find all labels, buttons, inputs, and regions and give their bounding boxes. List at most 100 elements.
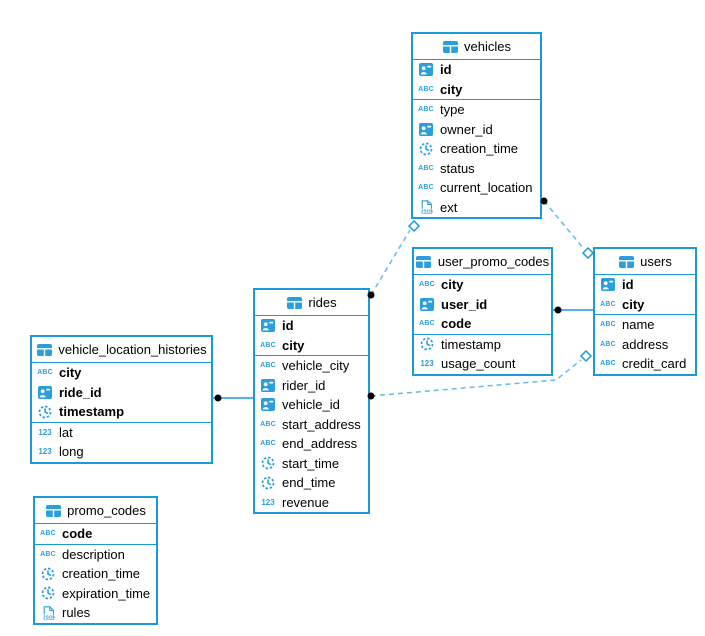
field-row-city: ABC city [595, 295, 695, 315]
field-label: id [282, 318, 294, 334]
field-row-city: ABC city [32, 363, 211, 383]
table-header[interactable]: vehicle_location_histories [32, 337, 211, 363]
text-type-icon: ABC [260, 420, 276, 428]
table-header[interactable]: users [595, 249, 695, 275]
field-label: expiration_time [62, 585, 151, 601]
primary-key-section: ABC city user_id ABC code [414, 275, 551, 334]
field-row-description: ABC description [35, 545, 156, 565]
field-label: timestamp [59, 404, 125, 420]
text-type-icon: ABC [600, 321, 616, 329]
id-badge-icon [260, 378, 276, 392]
relationship-dot-marker [214, 394, 222, 402]
relationship-diamond-marker [579, 349, 593, 363]
field-row-code: ABC code [414, 314, 551, 334]
field-row-start_time: start_time [255, 454, 368, 474]
fields-section: ABC description creation_time expiration… [35, 543, 156, 623]
table-users[interactable]: users id ABC city ABC name ABC address A… [593, 247, 697, 376]
text-type-icon: ABC [418, 164, 434, 172]
clock-icon [37, 405, 53, 419]
field-row-creation_time: creation_time [413, 139, 540, 159]
field-row-ride_id: ride_id [32, 383, 211, 403]
field-label: timestamp [441, 336, 501, 352]
field-label: code [441, 316, 472, 332]
table-user_promo_codes[interactable]: user_promo_codes ABC city user_id ABC co… [412, 247, 553, 376]
text-type-icon: ABC [40, 550, 56, 558]
number-type-icon: 123 [38, 427, 52, 437]
field-row-timestamp: timestamp [32, 402, 211, 422]
text-type-icon: ABC [600, 340, 616, 348]
field-label: creation_time [62, 566, 141, 582]
field-row-ext: JSON ext [413, 198, 540, 218]
number-type-icon: 123 [261, 497, 275, 507]
id-badge-icon [418, 63, 434, 77]
field-row-status: ABC status [413, 159, 540, 179]
number-type-icon: 123 [38, 447, 52, 457]
field-row-id: id [595, 275, 695, 295]
relationship-diamond-marker [407, 219, 421, 233]
text-type-icon: ABC [260, 341, 276, 349]
field-row-long: 123 long [32, 442, 211, 462]
field-row-city: ABC city [414, 275, 551, 295]
field-row-creation_time: creation_time [35, 564, 156, 584]
field-label: lat [59, 424, 73, 440]
table-vehicle_location_histories[interactable]: vehicle_location_histories ABC city ride… [30, 335, 213, 464]
field-row-lat: 123 lat [32, 423, 211, 443]
field-row-rider_id: rider_id [255, 376, 368, 396]
fields-section: 123 lat 123 long [32, 421, 211, 462]
field-row-expiration_time: expiration_time [35, 584, 156, 604]
field-label: city [441, 277, 464, 293]
field-label: revenue [282, 494, 329, 510]
table-vehicles[interactable]: vehicles id ABC city ABC type owner_id c… [411, 32, 542, 219]
text-type-icon: ABC [600, 360, 616, 368]
field-label: vehicle_city [282, 358, 350, 374]
clock-icon [418, 142, 434, 156]
field-label: long [59, 444, 84, 460]
table-title: vehicles [464, 39, 511, 54]
text-type-icon: ABC [40, 530, 56, 538]
table-header[interactable]: vehicles [413, 34, 540, 60]
table-header[interactable]: rides [255, 290, 368, 316]
field-row-vehicle_city: ABC vehicle_city [255, 356, 368, 376]
table-header[interactable]: user_promo_codes [414, 249, 551, 275]
field-label: type [440, 102, 465, 118]
relationship-rides-to-vehicles[interactable] [370, 229, 411, 296]
field-row-id: id [413, 60, 540, 80]
field-row-revenue: 123 revenue [255, 493, 368, 513]
table-icon [618, 255, 634, 268]
field-label: id [440, 62, 452, 78]
svg-text:JSON: JSON [42, 614, 54, 619]
field-label: end_time [282, 475, 336, 491]
field-row-city: ABC city [413, 80, 540, 100]
field-label: start_time [282, 455, 340, 471]
table-header[interactable]: promo_codes [35, 498, 156, 524]
table-rides[interactable]: rides id ABC city ABC vehicle_city rider… [253, 288, 370, 514]
field-label: city [440, 81, 463, 97]
fields-section: ABC name ABC address ABC credit_card [595, 314, 695, 374]
text-type-icon: ABC [418, 184, 434, 192]
field-label: usage_count [441, 356, 516, 372]
field-row-name: ABC name [595, 315, 695, 335]
clock-icon [419, 337, 435, 351]
field-label: ride_id [59, 384, 102, 400]
id-badge-icon [260, 398, 276, 412]
field-row-code: ABC code [35, 524, 156, 544]
field-label: address [622, 336, 669, 352]
field-row-start_address: ABC start_address [255, 415, 368, 435]
id-badge-icon [418, 122, 434, 136]
text-type-icon: ABC [419, 320, 435, 328]
table-title: users [640, 254, 672, 269]
clock-icon [260, 476, 276, 490]
field-label: rider_id [282, 377, 326, 393]
primary-key-section: id ABC city [255, 316, 368, 355]
relationship-vehicles-to-users[interactable] [543, 200, 585, 250]
field-row-timestamp: timestamp [414, 335, 551, 355]
clock-icon [40, 567, 56, 581]
text-type-icon: ABC [418, 85, 434, 93]
field-label: city [622, 296, 645, 312]
table-promo_codes[interactable]: promo_codes ABC code ABC description cre… [33, 496, 158, 625]
relationship-diamond-marker [581, 246, 595, 260]
field-label: rules [62, 605, 91, 621]
field-row-end_address: ABC end_address [255, 434, 368, 454]
field-row-usage_count: 123 usage_count [414, 354, 551, 374]
